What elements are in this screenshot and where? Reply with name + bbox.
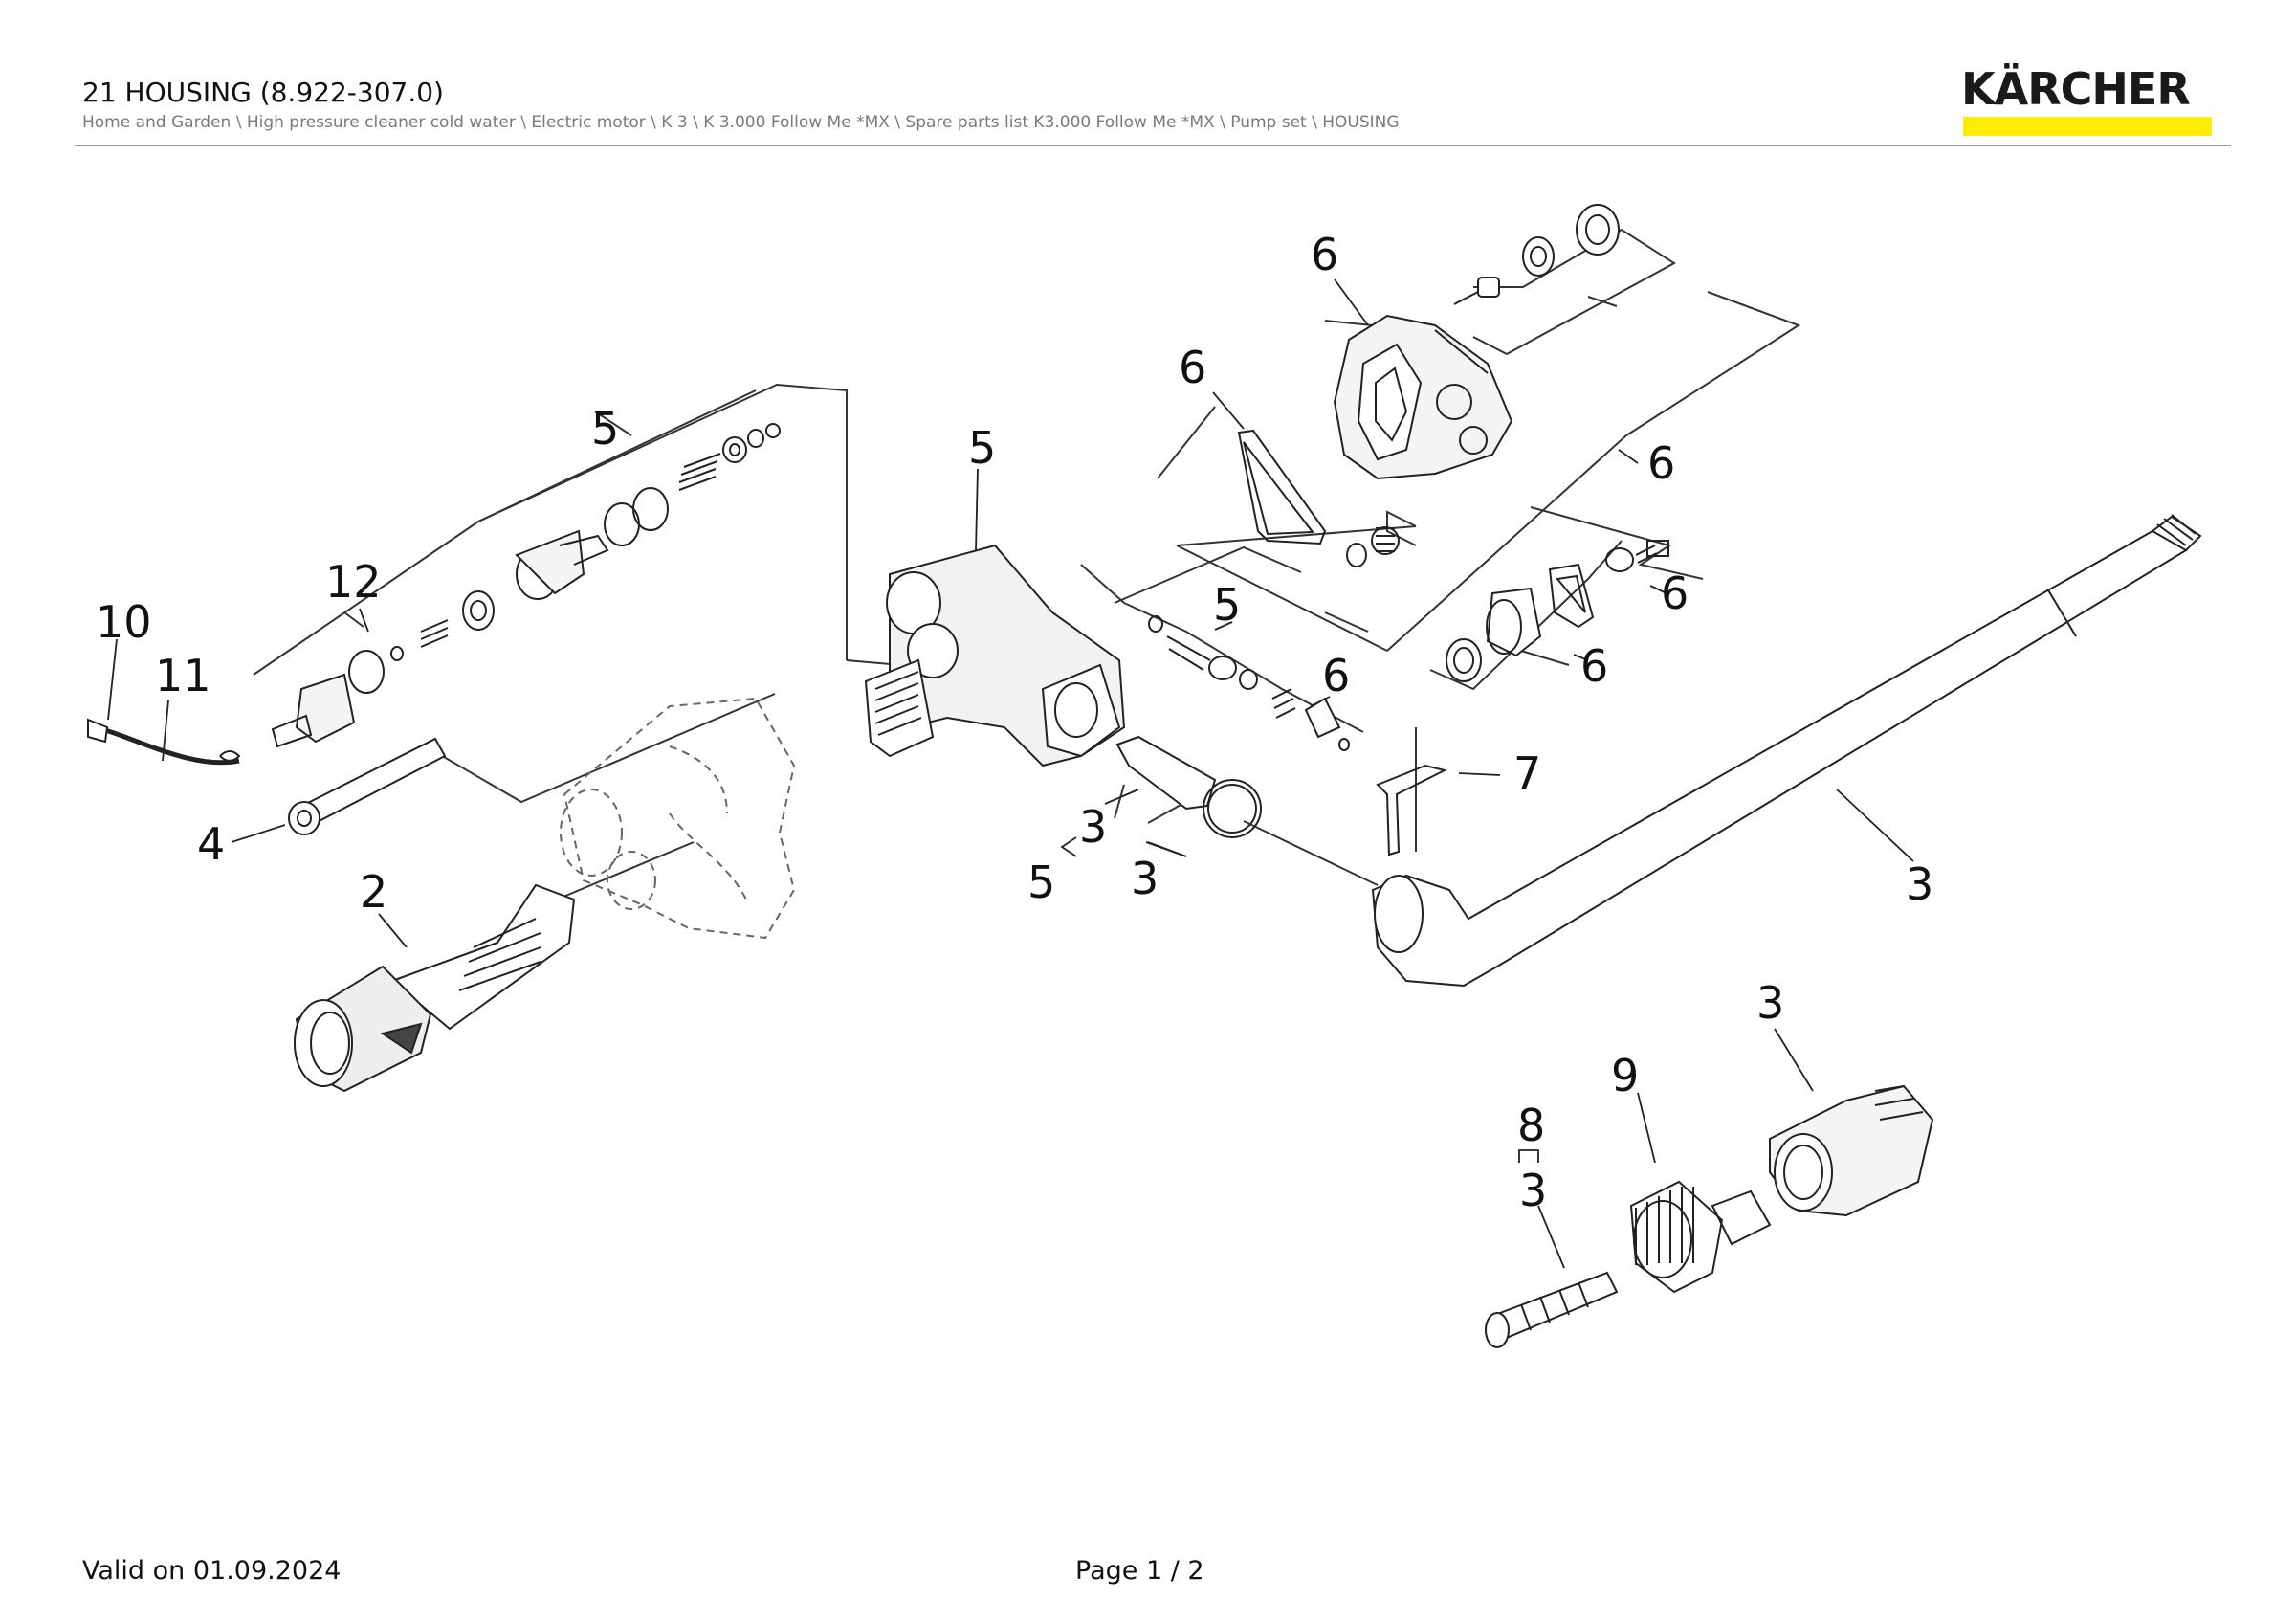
- breadcrumb: Home and Garden \ High pressure cleaner …: [82, 113, 1400, 132]
- callout-label: 3: [1519, 1165, 1547, 1216]
- outlet-coupling: [294, 883, 576, 1093]
- callout-label: 3: [1131, 853, 1159, 904]
- callout-label: 6: [1179, 342, 1206, 393]
- clip-bracket: [1376, 764, 1447, 856]
- callout-label: 12: [325, 556, 382, 608]
- callout-label: 3: [1079, 801, 1107, 853]
- callout-leaders: [107, 278, 1914, 1269]
- logo-text: KÄRCHER: [1961, 63, 2191, 115]
- callout-label: 6: [1311, 229, 1338, 280]
- callout-label: 4: [197, 818, 225, 870]
- callout-label: 5: [1213, 579, 1241, 631]
- triangle-seal: [1237, 429, 1327, 545]
- callout-label: 2: [360, 866, 387, 918]
- bolt-rod: [288, 737, 447, 835]
- callout-label: 5: [1027, 856, 1055, 908]
- callout-label: 5: [968, 422, 996, 474]
- page-title: 21 HOUSING (8.922-307.0): [82, 77, 444, 108]
- pump-housing: [864, 544, 1126, 767]
- inlet-filter: [1485, 1271, 1619, 1348]
- leader-lines: [253, 228, 1801, 905]
- callout-label: 11: [155, 650, 211, 701]
- callout-label: 6: [1580, 640, 1608, 692]
- callout-label: 10: [96, 596, 152, 648]
- callout-label: 6: [1647, 437, 1675, 489]
- pipe-elbow: [1371, 514, 2202, 988]
- motor-ghost: [560, 697, 796, 940]
- valid-date: Valid on 01.09.2024: [82, 1556, 342, 1586]
- callout-label: 6: [1322, 650, 1350, 701]
- spring-set-right: [1346, 526, 1669, 682]
- garden-hose-coupling: [1629, 1180, 1772, 1294]
- quick-connector: [1769, 1084, 1934, 1217]
- callout-label: 3: [1756, 977, 1784, 1029]
- hose-left: [87, 718, 241, 766]
- brand-logo: KÄRCHER: [1961, 59, 2214, 136]
- parts: [87, 204, 2202, 1348]
- callout-label: 9: [1611, 1050, 1639, 1101]
- callout-label: 5: [591, 403, 619, 455]
- callout-label: 7: [1513, 747, 1541, 799]
- page-number: Page 1 / 2: [1075, 1556, 1204, 1586]
- valve-set-left: [271, 423, 781, 748]
- logo-yellow-bar: [1963, 117, 2212, 136]
- fitting-parts-top: [1453, 204, 1620, 305]
- pump-cover: [1333, 314, 1513, 480]
- callout-labels: 6 6 5 5 6 12 10 11 5 6 6 6 4 2 7 3 5 3 3…: [96, 229, 1933, 1216]
- header-divider: [75, 145, 2231, 146]
- callout-label: 8: [1517, 1100, 1545, 1151]
- callout-label: 3: [1906, 858, 1933, 910]
- callout-label: 6: [1661, 567, 1689, 619]
- valve-set-center: [1115, 615, 1350, 838]
